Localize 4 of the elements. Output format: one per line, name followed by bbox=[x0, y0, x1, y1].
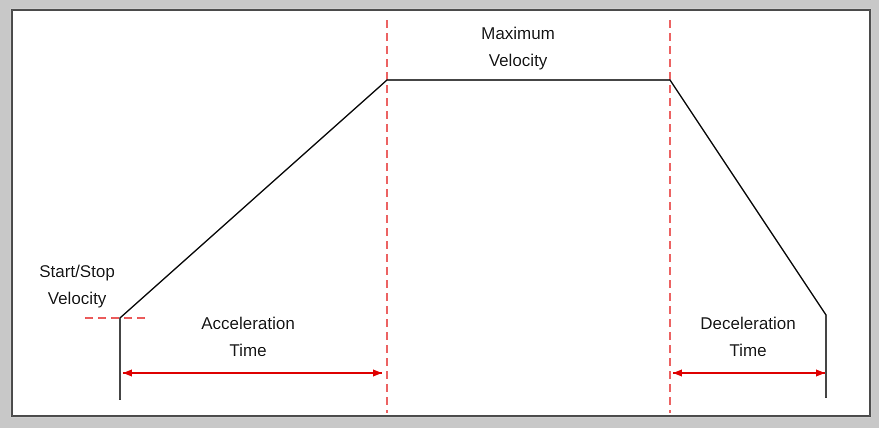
time-label: Acceleration Time bbox=[200, 313, 296, 362]
velocity-label: Start/Stop Velocity bbox=[38, 261, 116, 310]
time-label: Deceleration Time bbox=[699, 313, 797, 362]
velocity-label: Maximum Velocity bbox=[480, 23, 556, 72]
